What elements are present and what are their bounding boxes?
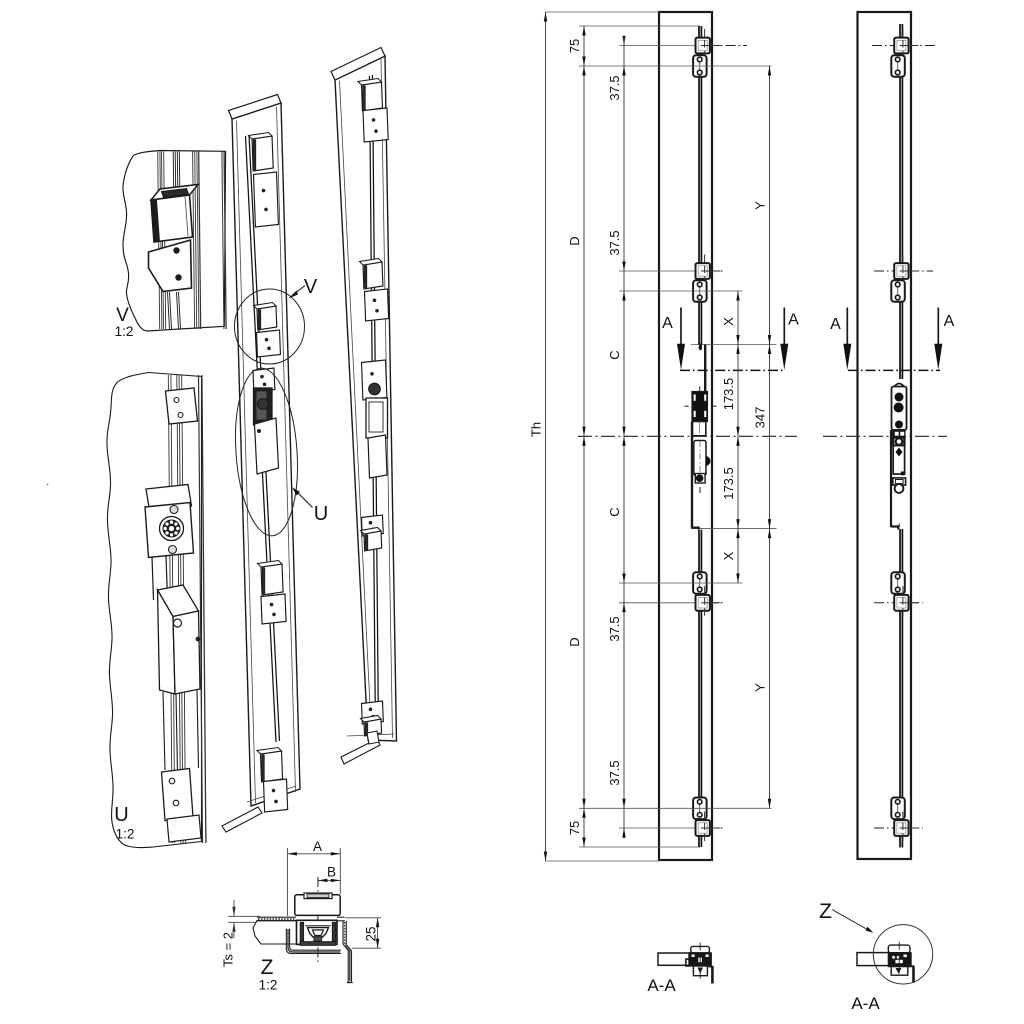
svg-text:1:2: 1:2: [259, 978, 278, 993]
svg-text:A-A: A-A: [851, 994, 880, 1013]
svg-text:1:2: 1:2: [115, 324, 134, 339]
svg-text:Y: Y: [753, 683, 768, 692]
svg-text:A: A: [662, 315, 673, 332]
svg-text:Z: Z: [819, 900, 832, 923]
svg-text:Z: Z: [261, 956, 274, 979]
svg-text:C: C: [607, 350, 622, 359]
svg-text:A-A: A-A: [647, 976, 676, 995]
svg-text:U: U: [114, 804, 128, 826]
svg-text:37.5: 37.5: [607, 230, 622, 255]
svg-text:25: 25: [364, 926, 379, 941]
svg-text:A: A: [944, 313, 955, 330]
svg-text:B: B: [327, 865, 336, 880]
svg-text:173.5: 173.5: [721, 467, 736, 500]
svg-text:37.5: 37.5: [607, 616, 622, 641]
svg-text:Th: Th: [529, 422, 544, 437]
svg-text:37.5: 37.5: [607, 75, 622, 100]
svg-text:1:2: 1:2: [116, 827, 135, 842]
svg-text:173.5: 173.5: [721, 378, 736, 411]
svg-text:X: X: [721, 551, 736, 560]
svg-text:75: 75: [567, 821, 582, 835]
svg-text:V: V: [304, 276, 318, 298]
svg-text:75: 75: [567, 39, 582, 53]
svg-text:C: C: [607, 507, 622, 516]
svg-text:Ts = 2: Ts = 2: [221, 932, 236, 967]
svg-text:A: A: [830, 316, 841, 333]
svg-text:U: U: [314, 503, 328, 525]
svg-text:347: 347: [753, 407, 768, 429]
svg-text:A: A: [788, 312, 799, 329]
svg-text:Y: Y: [753, 201, 768, 210]
svg-text:D: D: [567, 637, 582, 646]
svg-text:37.5: 37.5: [607, 760, 622, 785]
svg-text:D: D: [567, 236, 582, 245]
svg-text:X: X: [721, 317, 736, 326]
svg-text:V: V: [116, 305, 129, 326]
svg-text:A: A: [313, 839, 322, 854]
